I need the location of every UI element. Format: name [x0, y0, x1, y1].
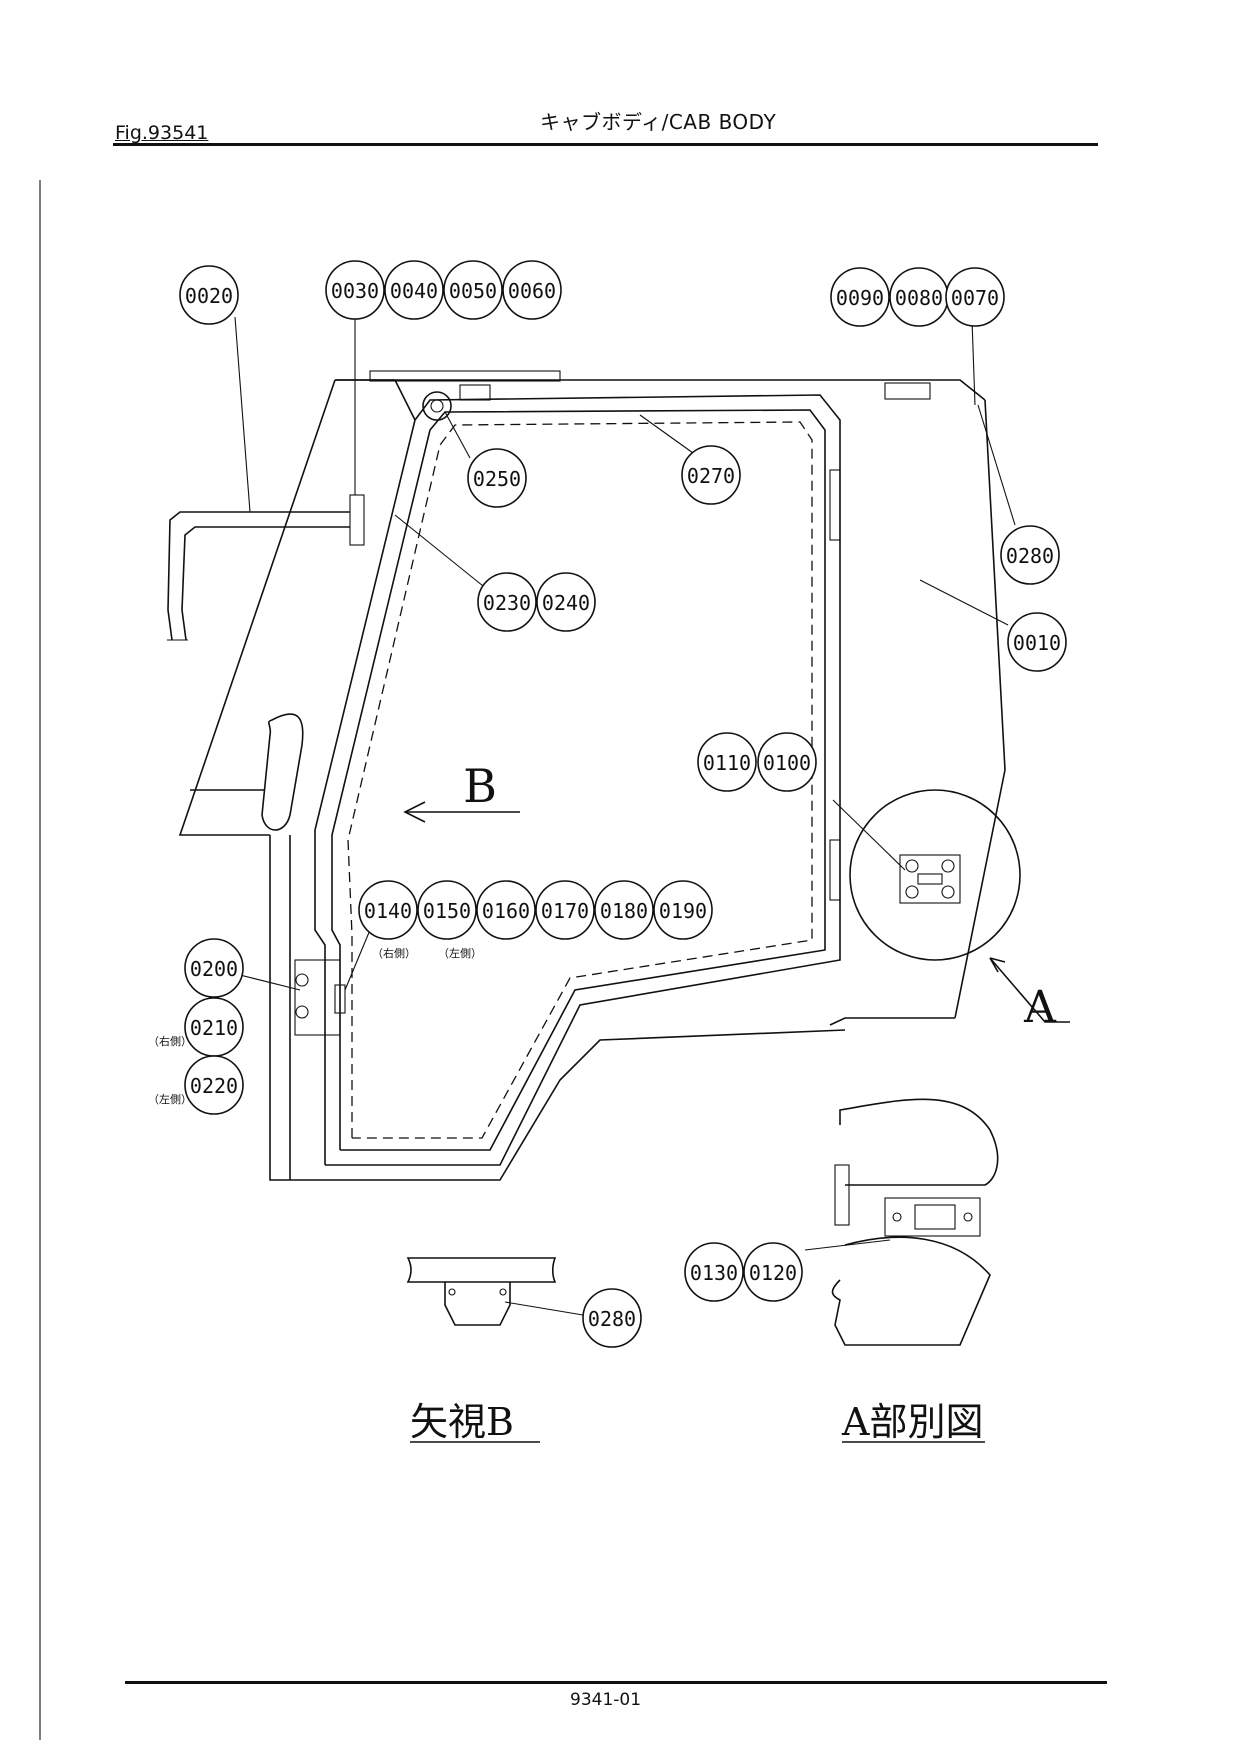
callout-0200: 0200	[184, 938, 244, 998]
footer-rule	[125, 1681, 1107, 1684]
svg-text:0200: 0200	[190, 957, 238, 981]
grab-bar	[167, 494, 365, 641]
callout-0100: 0100	[757, 732, 817, 792]
detail-a-label: A	[1023, 982, 1057, 1033]
view-arrow-b-label: B	[463, 759, 497, 813]
svg-text:0040: 0040	[390, 279, 438, 303]
callout-0240: 0240	[536, 572, 596, 632]
page-number: 9341-01	[570, 1690, 642, 1710]
callout-0050: 0050	[443, 260, 503, 320]
callout-0190: 0190	[653, 880, 713, 940]
detail-circle-a	[849, 789, 1070, 1023]
svg-text:0180: 0180	[600, 899, 648, 923]
svg-text:0270: 0270	[687, 464, 735, 488]
svg-text:0080: 0080	[895, 286, 943, 310]
svg-text:0240: 0240	[542, 591, 590, 615]
callout-0060: 0060	[502, 260, 562, 320]
note-left-side-0220: （左側）	[148, 1093, 192, 1106]
svg-text:0070: 0070	[951, 286, 999, 310]
callout-0090: 0090	[830, 267, 890, 327]
svg-text:0130: 0130	[690, 1261, 738, 1285]
callout-0280-view-b: 0280	[582, 1288, 642, 1348]
svg-text:0090: 0090	[836, 286, 884, 310]
svg-text:0230: 0230	[483, 591, 531, 615]
callout-0040: 0040	[384, 260, 444, 320]
callout-0030: 0030	[325, 260, 385, 320]
callout-0150: 0150	[417, 880, 477, 940]
svg-text:0030: 0030	[331, 279, 379, 303]
callout-0280-top: 0280	[1000, 525, 1060, 585]
callout-0020: 0020	[179, 265, 239, 325]
callout-0070: 0070	[945, 267, 1005, 327]
view-arrow-b	[403, 801, 520, 823]
callout-0230: 0230	[477, 572, 537, 632]
callout-0250: 0250	[467, 448, 527, 508]
svg-text:0140: 0140	[364, 899, 412, 923]
header-rule	[113, 143, 1098, 146]
page-title: キャブボディ/CAB BODY	[540, 110, 777, 134]
callout-0170: 0170	[535, 880, 595, 940]
callout-0140: 0140	[358, 880, 418, 940]
svg-text:0170: 0170	[541, 899, 589, 923]
svg-text:0190: 0190	[659, 899, 707, 923]
leader-lines	[234, 316, 1016, 1316]
cab-outline	[178, 370, 1006, 1181]
caption-view-b: 矢視B	[410, 1400, 514, 1444]
caption-detail-a: A部別図	[841, 1400, 983, 1444]
figure-label: Fig.93541	[115, 122, 209, 144]
svg-text:0280: 0280	[588, 1307, 636, 1331]
note-right-side-0150: （右側）	[372, 946, 416, 960]
svg-text:0250: 0250	[473, 467, 521, 491]
svg-text:0060: 0060	[508, 279, 556, 303]
svg-text:0110: 0110	[703, 751, 751, 775]
callout-0010: 0010	[1007, 612, 1067, 672]
detail-a-drawing	[831, 1098, 999, 1346]
callout-0160: 0160	[476, 880, 536, 940]
view-b-drawing	[406, 1257, 557, 1326]
svg-text:0100: 0100	[763, 751, 811, 775]
note-left-side-0160: （左側）	[438, 947, 482, 960]
svg-text:0120: 0120	[749, 1261, 797, 1285]
callout-0110: 0110	[697, 732, 757, 792]
svg-text:0220: 0220	[190, 1074, 238, 1098]
svg-text:0020: 0020	[185, 284, 233, 308]
svg-text:0210: 0210	[190, 1016, 238, 1040]
callout-0210: 0210	[184, 997, 244, 1057]
callout-0270: 0270	[681, 445, 741, 505]
svg-text:0050: 0050	[449, 279, 497, 303]
svg-text:0160: 0160	[482, 899, 530, 923]
callout-0180: 0180	[594, 880, 654, 940]
svg-text:0010: 0010	[1013, 631, 1061, 655]
callout-0220: 0220	[184, 1055, 244, 1115]
callout-0080: 0080	[889, 267, 949, 327]
note-right-side-0210: （右側）	[148, 1034, 192, 1048]
svg-text:0280: 0280	[1006, 544, 1054, 568]
callout-0130: 0130	[684, 1242, 744, 1302]
callout-0120: 0120	[743, 1242, 803, 1302]
svg-text:0150: 0150	[423, 899, 471, 923]
